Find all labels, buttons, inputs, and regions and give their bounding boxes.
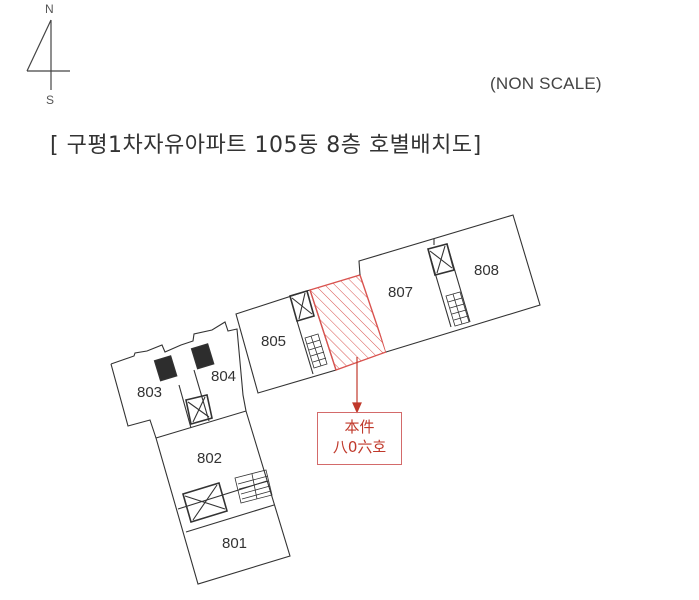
unit-block-805: [235, 289, 337, 394]
compass-south-label: S: [46, 93, 55, 107]
unit-block-801-802: [155, 410, 291, 585]
unit-label-803: 803: [137, 384, 163, 401]
unit-label-804: 804: [211, 368, 237, 385]
unit-block-807-808: [358, 214, 541, 353]
callout-line-2: 八0六호: [332, 438, 387, 456]
callout-arrow-icon: [352, 357, 362, 414]
compass-arrow-icon: [26, 19, 70, 90]
unit-label-808: 808: [474, 262, 500, 279]
scale-note: (NON SCALE): [490, 74, 602, 93]
unit-label-807: 807: [388, 284, 414, 301]
subject-unit-callout: 本件 八0六호: [317, 412, 402, 465]
callout-line-1: 本件: [344, 418, 375, 436]
page-title: [ 구평1차자유아파트 105동 8층 호별배치도]: [50, 133, 482, 158]
unit-block-803-804: [110, 321, 247, 439]
unit-label-802: 802: [197, 450, 223, 467]
compass-north-label: N: [45, 2, 54, 16]
unit-label-805: 805: [261, 333, 287, 350]
unit-label-801: 801: [222, 535, 248, 552]
